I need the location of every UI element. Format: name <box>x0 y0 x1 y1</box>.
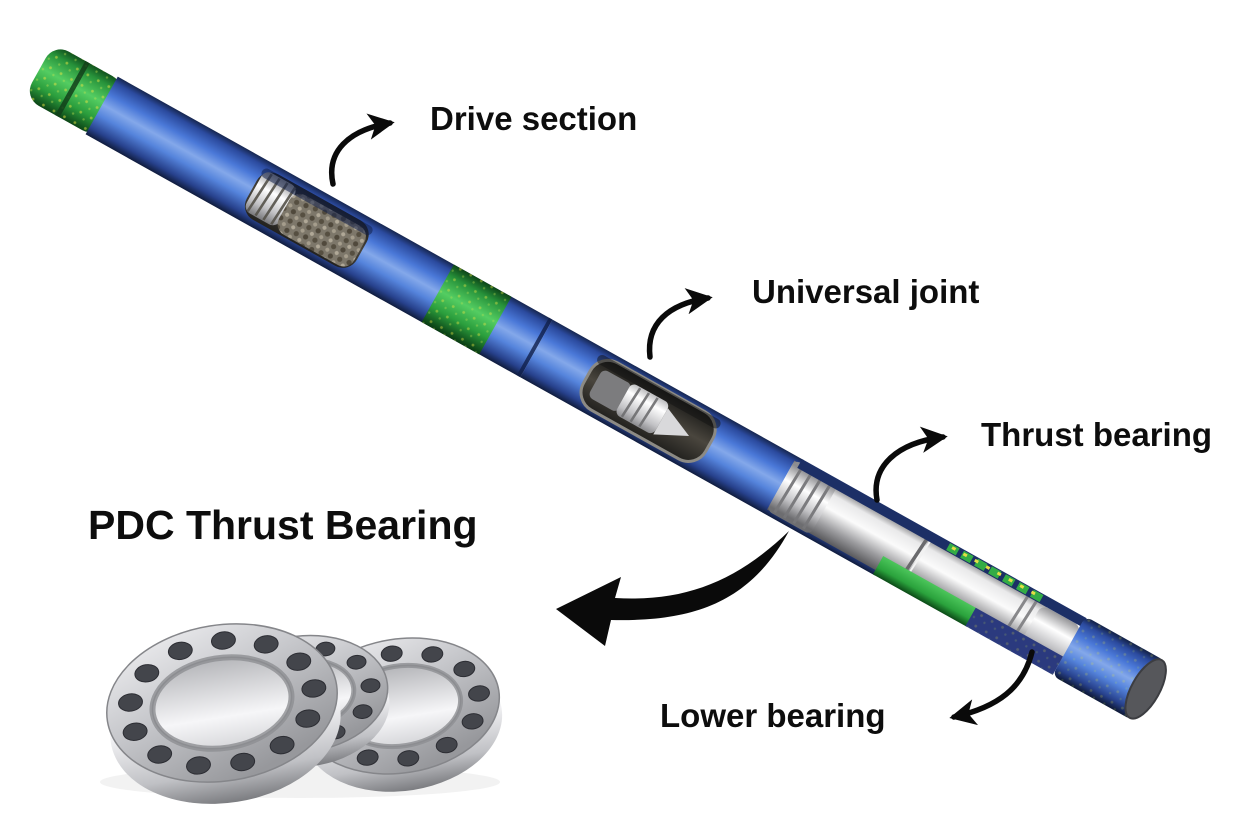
lower-bearing-label: Lower bearing <box>660 697 886 734</box>
pdc-thrust-bearing-title: PDC Thrust Bearing <box>88 502 478 548</box>
thrust-bearing-shaft <box>767 460 1079 665</box>
mud-motor-tool <box>29 49 1167 720</box>
lower-bearing-arrow-icon <box>949 649 1035 726</box>
bearing-housing-bottom-slivers <box>872 556 1064 675</box>
green-band-lower <box>872 556 978 628</box>
green-band-upper <box>421 264 512 355</box>
drive-section-cutaway <box>244 168 373 268</box>
universal-joint-cutaway <box>579 354 721 463</box>
drive-section-arrow-icon <box>329 113 395 187</box>
universal-joint-label: Universal joint <box>752 273 980 310</box>
bit-box-end-face <box>1124 658 1167 720</box>
pdc-bearing-arrow-icon <box>556 531 789 646</box>
bearing-rings-image <box>100 623 503 804</box>
thrust-bearing-label: Thrust bearing <box>981 416 1213 453</box>
bearing-ring-left <box>106 623 341 804</box>
drive-section-label: Drive section <box>430 100 638 137</box>
universal-joint-arrow-icon <box>646 288 713 360</box>
thrust-bearing-arrow-icon <box>873 426 948 503</box>
bit-box <box>1054 618 1167 720</box>
bearing-housing-top-band <box>797 459 1087 627</box>
